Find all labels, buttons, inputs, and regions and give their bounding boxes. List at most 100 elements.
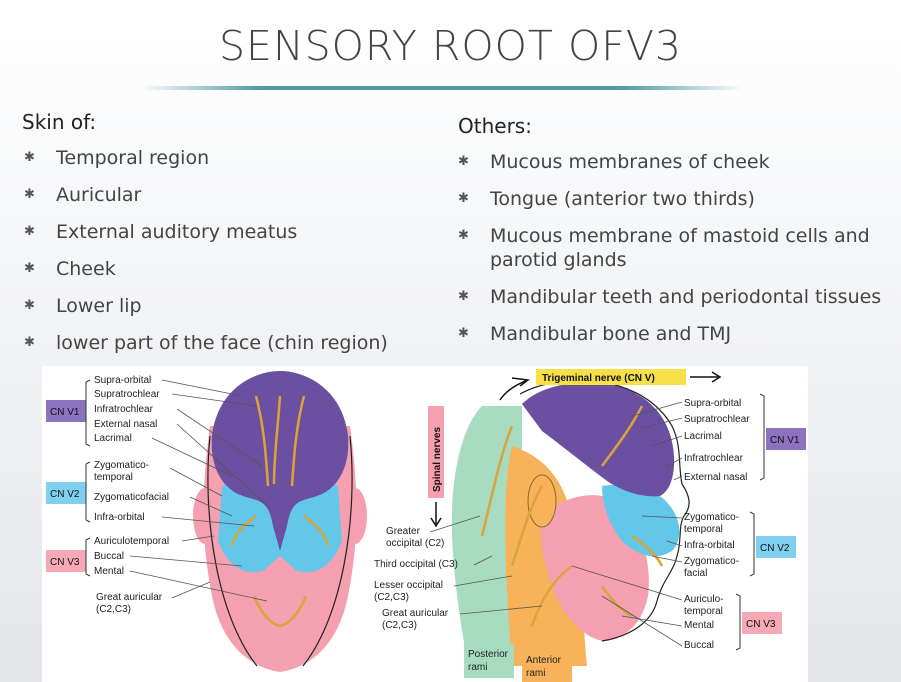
- side-v1-region: [522, 382, 675, 497]
- svg-text:Great auricular: Great auricular: [96, 592, 163, 603]
- list-item: ✱External auditory meatus: [24, 221, 298, 243]
- posterior-rami-region: [451, 406, 522, 666]
- list-item: ✱Mandibular bone and TMJ: [458, 323, 732, 345]
- bullet-icon: ✱: [24, 150, 35, 165]
- bullet-icon: ✱: [458, 228, 469, 243]
- svg-text:Buccal: Buccal: [94, 551, 124, 562]
- list-item: ✱Mandibular teeth and periodontal tissue…: [458, 286, 882, 308]
- posterior-rami-box: [464, 644, 514, 678]
- svg-text:Supra-orbital: Supra-orbital: [94, 375, 151, 386]
- svg-text:CN V3: CN V3: [746, 619, 776, 630]
- front-v1-region: [211, 371, 349, 551]
- svg-text:CN V2: CN V2: [760, 543, 790, 554]
- left-heading: Skin of:: [22, 110, 97, 134]
- svg-text:Third occipital (C3): Third occipital (C3): [374, 559, 458, 570]
- svg-text:Lesser occipital: Lesser occipital: [374, 580, 443, 591]
- svg-text:Supra-orbital: Supra-orbital: [684, 398, 741, 409]
- bullet-icon: ✱: [24, 224, 35, 239]
- svg-text:CN V3: CN V3: [50, 557, 80, 568]
- front-head: [193, 371, 367, 672]
- svg-text:Buccal: Buccal: [684, 640, 714, 651]
- svg-text:Trigeminal nerve (CN V): Trigeminal nerve (CN V): [542, 373, 655, 384]
- svg-text:Posterior: Posterior: [468, 649, 509, 660]
- svg-text:Auriculotemporal: Auriculotemporal: [94, 536, 169, 547]
- bullet-icon: ✱: [24, 261, 35, 276]
- svg-text:temporal: temporal: [94, 472, 133, 483]
- bullet-icon: ✱: [458, 191, 469, 206]
- bullet-icon: ✱: [24, 298, 35, 313]
- svg-text:CN V1: CN V1: [770, 435, 800, 446]
- slide-title: SENSORY ROOT OFV3: [219, 22, 682, 70]
- svg-text:Zygomatico-: Zygomatico-: [684, 556, 739, 567]
- svg-text:External nasal: External nasal: [94, 419, 157, 430]
- svg-text:Zygomatico-: Zygomatico-: [94, 460, 149, 471]
- side-nerves: [480, 405, 664, 627]
- svg-text:Mental: Mental: [94, 566, 124, 577]
- left-bullet-list: ✱Temporal region ✱Auricular ✱External au…: [22, 146, 442, 368]
- svg-text:Supratrochlear: Supratrochlear: [94, 389, 160, 400]
- side-labels: Supra-orbital Supratrochlear Lacrimal In…: [571, 393, 806, 651]
- dermatome-figure: CN V1 Supra-orbital Supratrochlear Infra…: [42, 366, 808, 682]
- side-v2-region: [602, 484, 680, 557]
- svg-text:(C2,C3): (C2,C3): [374, 592, 409, 603]
- right-heading: Others:: [458, 114, 532, 138]
- svg-text:Lacrimal: Lacrimal: [94, 433, 132, 444]
- middle-labels: Greater occipital (C2) Third occipital (…: [374, 515, 572, 682]
- list-item: ✱Tongue (anterior two thirds): [458, 188, 755, 210]
- svg-text:(C2,C3): (C2,C3): [382, 620, 417, 631]
- front-nerves: [230, 395, 330, 628]
- badge-cn-v1-left-text: CN V1: [50, 407, 80, 418]
- list-item: ✱Lower lip: [24, 295, 142, 317]
- front-labels: CN V1 Supra-orbital Supratrochlear Infra…: [46, 375, 269, 615]
- bullet-icon: ✱: [458, 289, 469, 304]
- right-ear: [343, 488, 367, 544]
- svg-text:Infra-orbital: Infra-orbital: [94, 512, 145, 523]
- left-ear: [193, 488, 217, 544]
- svg-text:(C2,C3): (C2,C3): [96, 604, 131, 615]
- badge-cn-v2-left: [46, 482, 86, 504]
- svg-text:Lacrimal: Lacrimal: [684, 431, 722, 442]
- svg-text:temporal: temporal: [684, 606, 723, 617]
- svg-text:Greater: Greater: [386, 526, 421, 537]
- list-item: ✱Mucous membranes of cheek: [458, 151, 770, 173]
- svg-text:temporal: temporal: [684, 524, 723, 535]
- trigeminal-top-label: Trigeminal nerve (CN V): [499, 369, 722, 401]
- badge-cn-v2-right: [756, 536, 796, 558]
- list-item: ✱Temporal region: [24, 147, 210, 169]
- trigeminal-label-bg: [536, 369, 686, 385]
- svg-text:Great auricular: Great auricular: [382, 608, 449, 619]
- svg-text:Mental: Mental: [684, 620, 714, 631]
- svg-text:Supratrochlear: Supratrochlear: [684, 414, 750, 425]
- bullet-icon: ✱: [458, 154, 469, 169]
- svg-text:Infra-orbital: Infra-orbital: [684, 540, 735, 551]
- bullet-icon: ✱: [458, 326, 469, 341]
- svg-text:Infratrochlear: Infratrochlear: [94, 404, 154, 415]
- svg-text:CN V2: CN V2: [50, 489, 80, 500]
- badge-cn-v3-left: [46, 550, 86, 572]
- list-item: ✱Cheek: [24, 258, 116, 280]
- list-item: ✱Auricular: [24, 184, 142, 206]
- bullet-icon: ✱: [24, 187, 35, 202]
- badge-cn-v1-right: [766, 428, 806, 450]
- svg-text:Anterior: Anterior: [526, 655, 562, 666]
- title-underline: [142, 86, 742, 90]
- svg-text:Infratrochlear: Infratrochlear: [684, 453, 744, 464]
- svg-text:rami: rami: [526, 668, 545, 679]
- svg-text:External nasal: External nasal: [684, 472, 747, 483]
- svg-text:Auriculo-: Auriculo-: [684, 594, 723, 605]
- list-item: ✱lower part of the face (chin region): [24, 332, 388, 354]
- svg-text:rami: rami: [468, 662, 487, 673]
- badge-cn-v3-right: [742, 612, 782, 634]
- svg-text:Spinal nerves: Spinal nerves: [432, 427, 443, 492]
- svg-text:facial: facial: [684, 568, 707, 579]
- list-item: ✱Mucous membrane of mastoid cells and pa…: [458, 225, 870, 271]
- side-head: [451, 379, 690, 666]
- svg-text:occipital (C2): occipital (C2): [386, 538, 444, 549]
- spinal-label-bg: [428, 406, 444, 498]
- svg-text:Zygomatico-: Zygomatico-: [684, 512, 739, 523]
- right-bullet-list: ✱Mucous membranes of cheek ✱Tongue (ante…: [456, 150, 896, 359]
- spinal-nerves-label: Spinal nerves: [428, 406, 444, 528]
- bullet-icon: ✱: [24, 335, 35, 350]
- side-ear: [527, 474, 557, 528]
- badge-cn-v1-left: [46, 400, 86, 422]
